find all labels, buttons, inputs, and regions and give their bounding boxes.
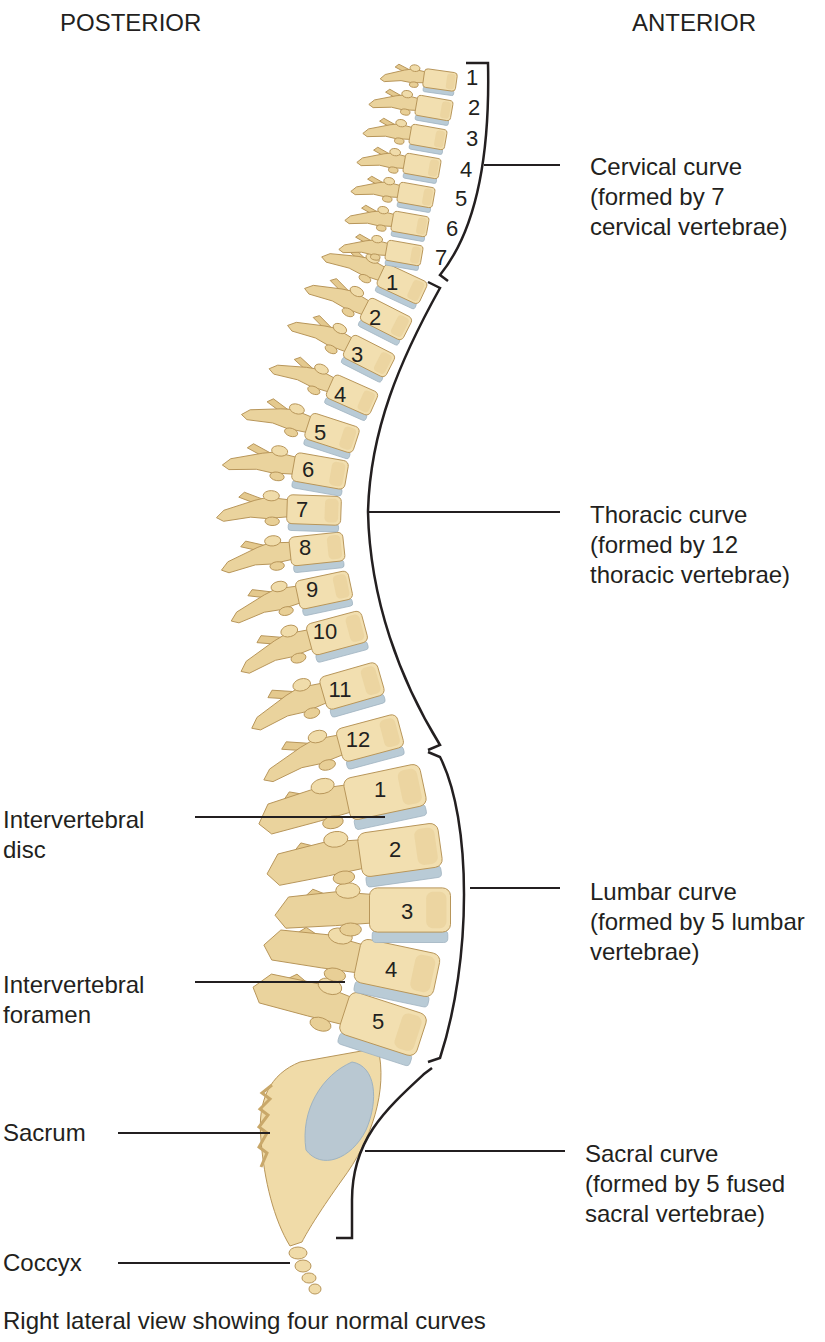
part-label: Intervertebral foramen (3, 970, 173, 1030)
coccyx-segment (295, 1260, 311, 1272)
callout-number: 8 (299, 537, 311, 559)
callout-number: 2 (389, 839, 401, 861)
part-label: Coccyx (3, 1248, 82, 1278)
callout-number: 6 (446, 218, 458, 240)
curve-label: Thoracic curve (formed by 12 thoracic ve… (590, 500, 805, 590)
callout-number: 4 (460, 159, 472, 181)
callout-number: 7 (435, 247, 447, 269)
callout-number: 5 (314, 422, 326, 444)
coccyx-segment (309, 1284, 321, 1294)
curve-label: Sacral curve (formed by 5 fused sacral v… (585, 1139, 797, 1229)
thoracic-vertebra (242, 658, 387, 740)
callout-number: 4 (385, 959, 397, 981)
leader-line (118, 1262, 290, 1264)
thoracic-vertebra (216, 489, 341, 532)
callout-number: 12 (346, 729, 370, 751)
leader-line (484, 164, 560, 166)
leader-line (195, 981, 345, 983)
callout-number: 2 (369, 307, 381, 329)
callout-number: 3 (466, 128, 478, 150)
curve-label: Cervical curve (formed by 7 cervical ver… (590, 152, 805, 242)
callout-number: 10 (313, 621, 337, 643)
callout-number: 2 (468, 97, 480, 119)
callout-number: 3 (351, 344, 363, 366)
view-direction: ANTERIOR (632, 8, 756, 38)
thoracic-vertebra (284, 303, 398, 384)
leader-line (365, 1150, 565, 1152)
part-label: Sacrum (3, 1118, 86, 1148)
leader-line (195, 816, 385, 818)
callout-number: 4 (334, 384, 346, 406)
thoracic-vertebra (301, 266, 415, 347)
callout-number: 11 (329, 679, 352, 701)
callout-number: 1 (386, 272, 398, 294)
thoracic-vertebra (218, 528, 346, 580)
leader-line (470, 887, 560, 889)
callout-number: 9 (306, 579, 318, 601)
curve-bracket (440, 63, 488, 281)
callout-number: 3 (401, 901, 413, 923)
curve-bracket (428, 752, 464, 1062)
callout-number: 5 (372, 1011, 384, 1033)
leader-line (118, 1132, 270, 1134)
lumbar-vertebra (275, 883, 451, 943)
leader-line (369, 511, 560, 513)
callout-number: 1 (466, 67, 478, 89)
coccyx-segment (302, 1273, 316, 1283)
curve-label: Lumbar curve (formed by 5 lumbar vertebr… (590, 877, 805, 967)
curve-bracket (368, 282, 440, 750)
part-label: Intervertebral disc (3, 805, 173, 865)
callout-number: 7 (296, 499, 308, 521)
callout-number: 5 (455, 188, 467, 210)
figure-caption: Right lateral view showing four normal c… (3, 1306, 486, 1336)
view-direction: POSTERIOR (60, 8, 201, 38)
coccyx-segment (289, 1247, 307, 1259)
sacral-crest (259, 1085, 272, 1167)
callout-number: 1 (374, 779, 386, 801)
thoracic-vertebra (233, 606, 371, 682)
cervical-vertebra (379, 60, 458, 96)
lumbar-vertebra (263, 817, 445, 901)
curve-bracket (336, 1068, 432, 1238)
callout-number: 6 (302, 459, 314, 481)
